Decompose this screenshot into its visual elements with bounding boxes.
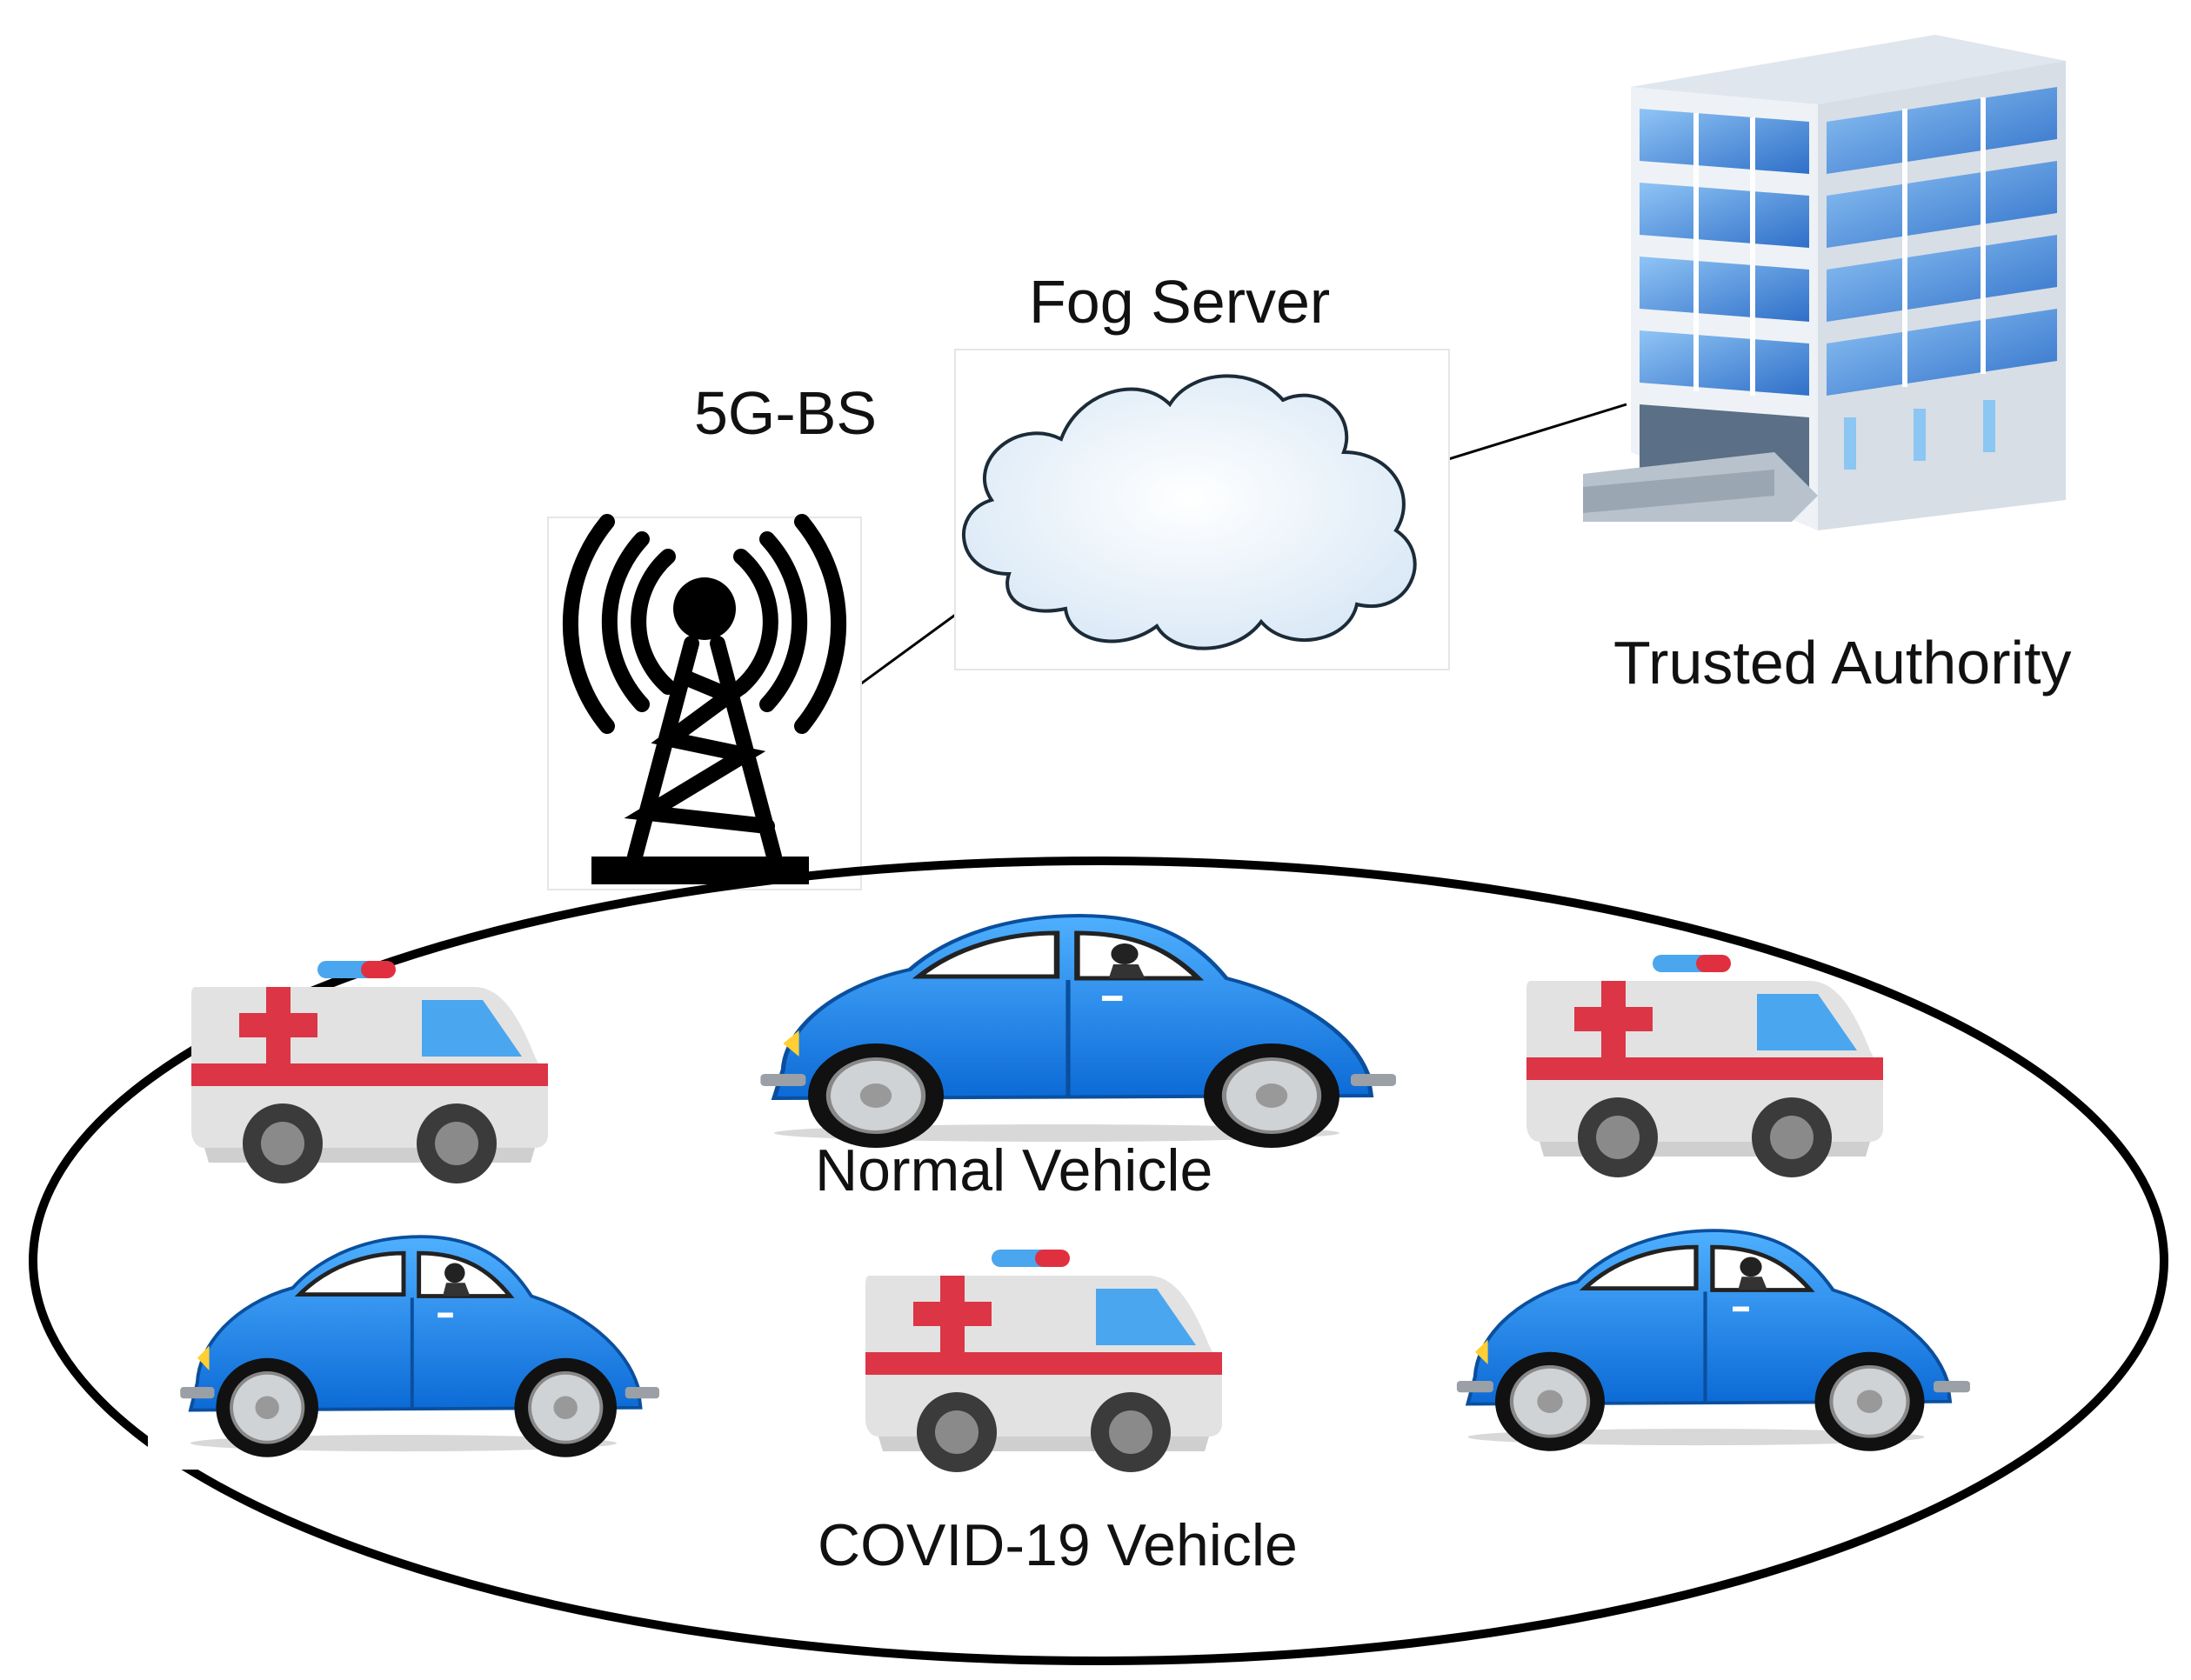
office-building-icon <box>1583 35 2066 530</box>
covid-vehicle-label: COVID-19 Vehicle <box>818 1512 1298 1578</box>
ambulance-icon <box>865 1250 1222 1472</box>
cloud-icon <box>954 349 1450 670</box>
trusted-authority-label: Trusted Authority <box>1613 629 2072 697</box>
car-icon <box>718 900 1396 1161</box>
ambulance-icon <box>1526 955 1883 1177</box>
normal-vehicle-label: Normal Vehicle <box>815 1137 1213 1203</box>
base-station-label: 5G-BS <box>694 379 878 447</box>
car-icon <box>148 1222 659 1470</box>
vehicle-zone <box>29 857 2168 1665</box>
fog-server-label: Fog Server <box>1029 268 1331 336</box>
ambulance-icon <box>191 961 548 1183</box>
car-icon <box>1422 1216 1970 1463</box>
cell-tower-icon <box>547 514 862 890</box>
